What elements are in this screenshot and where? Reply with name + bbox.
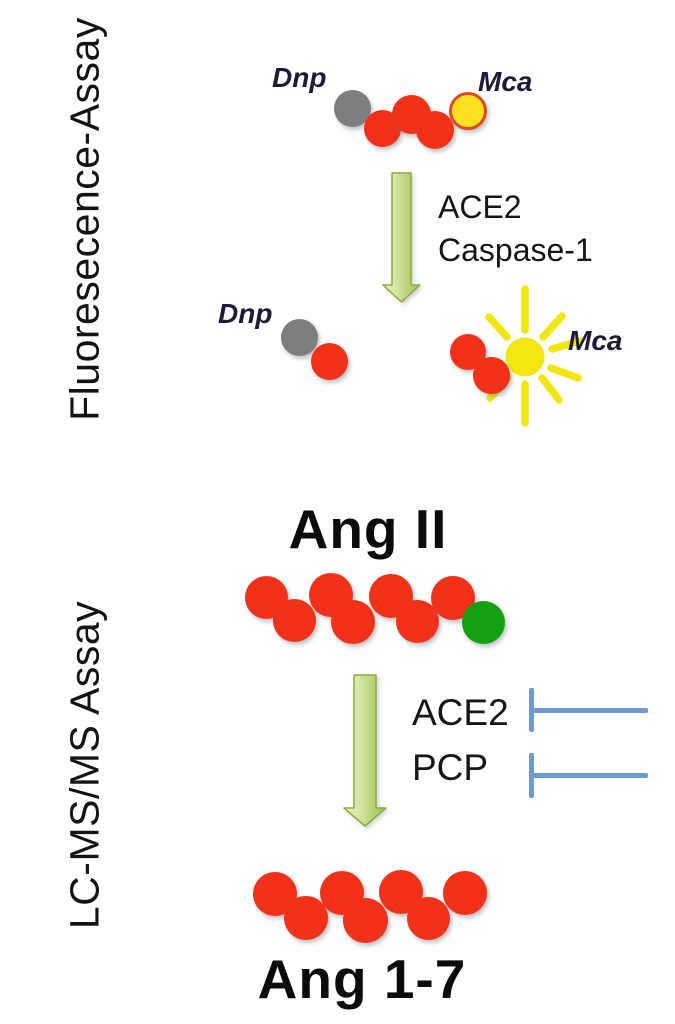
peptide-bead-red	[284, 896, 328, 940]
peptide-bead-red	[331, 600, 375, 644]
fluorescence-section-label-text: Fluoresecence-Assay	[61, 17, 108, 421]
reaction-down-arrow-icon	[343, 674, 387, 827]
peptide-bead-red	[395, 599, 439, 643]
peptide-bead-red	[244, 575, 288, 619]
peptide-bead-red	[342, 897, 388, 943]
peptide-bead-red	[369, 574, 413, 618]
enzyme-ace2-label: ACE2	[412, 692, 509, 733]
peptide-bead-red	[379, 870, 423, 914]
ang2-title: Ang II	[288, 498, 448, 560]
tbar-horizontal	[532, 773, 648, 778]
peptide-bead-red	[431, 576, 475, 620]
product-mca-label: Mca	[568, 325, 623, 356]
lcms-section-label-text: LC-MS/MS Assay	[61, 600, 108, 930]
peptide-bead-red	[443, 871, 487, 915]
peptide-bead-red	[320, 871, 364, 915]
enzyme-pcp-label: PCP	[412, 747, 489, 788]
fluorescence-enzyme-list: ACE2 Caspase-1	[438, 186, 593, 272]
enzyme-caspase1-label: Caspase-1	[438, 232, 593, 268]
fluorescence-section-label: Fluoresecence-Assay	[62, 17, 109, 421]
peptide-bead-red	[363, 109, 401, 147]
peptide-bead-red	[272, 598, 316, 642]
ang17-title: Ang 1-7	[257, 948, 467, 1010]
peptide-bead-red	[309, 573, 353, 617]
peptide-bead-red	[406, 896, 450, 940]
substrate-dnp-label: Dnp	[272, 62, 327, 93]
sun-core	[505, 337, 545, 377]
tbar-vertical	[529, 753, 534, 798]
peptide-bead-red	[310, 342, 348, 380]
fluorescence-glow-icon	[485, 285, 584, 427]
product-dnp-label: Dnp	[218, 298, 273, 329]
peptide-bead-gray	[333, 89, 371, 127]
peptide-bead-red	[391, 94, 431, 134]
peptide-bead-gray	[280, 318, 318, 356]
peptide-bead-green	[461, 600, 505, 644]
substrate-mca-label: Mca	[478, 66, 533, 97]
peptide-bead-red	[416, 111, 454, 149]
lcms-section-label: LC-MS/MS Assay	[62, 601, 109, 929]
tbar-vertical	[529, 688, 534, 732]
reaction-down-arrow-icon	[382, 172, 421, 303]
enzyme-ace2-label: ACE2	[438, 189, 522, 225]
peptide-bead-red	[253, 872, 297, 916]
tbar-horizontal	[532, 708, 648, 713]
